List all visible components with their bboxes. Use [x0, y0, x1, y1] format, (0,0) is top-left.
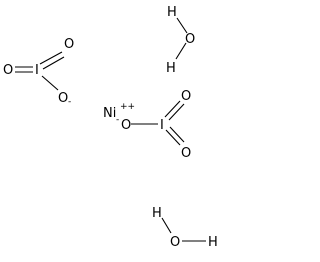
iodate1-minus-charge: -: [68, 97, 71, 107]
iodate1-oxygen-upper: O: [64, 37, 74, 52]
iodate2-oxygen-lower: O: [181, 146, 191, 161]
water2-oxygen: O: [170, 235, 180, 250]
water2-bond-h-top: [161, 217, 172, 234]
iodate1-oxygen-left: O: [3, 63, 13, 78]
water-group-1: H O H: [166, 5, 195, 76]
nickel-symbol: Ni: [103, 106, 116, 121]
iodate-group-2: - O I O O: [116, 89, 191, 161]
iodate1-bond-i-o-minus: [41, 75, 59, 91]
iodate2-iodine: I: [160, 118, 164, 133]
nickel-iodate-dihydrate-structure: O O I O - H O H Ni ++ - O I O O H: [3, 5, 218, 250]
iodate2-oxygen-upper: O: [181, 89, 191, 104]
water-group-2: H O H: [152, 206, 218, 250]
iodate2-bond-i-o-lower-b: [169, 126, 185, 143]
water2-hydrogen-top: H: [152, 206, 162, 221]
water1-hydrogen-bottom: H: [166, 61, 176, 76]
iodate2-bond-i-o-lower-a: [165, 129, 181, 146]
water1-bond-h-top: [176, 17, 188, 34]
nickel-cation: Ni ++: [103, 102, 135, 121]
iodate2-oxygen-minus: O: [121, 118, 131, 133]
iodate1-oxygen-minus: O: [58, 91, 68, 106]
iodate1-bond-i-o-upper-b: [42, 56, 65, 70]
water1-hydrogen-top: H: [167, 5, 177, 20]
water2-hydrogen-right: H: [208, 235, 218, 250]
iodate1-iodine: I: [35, 63, 39, 78]
iodate-group-1: O O I O -: [3, 37, 74, 107]
water1-bond-h-bottom: [175, 42, 187, 60]
nickel-charge: ++: [120, 102, 135, 112]
water1-oxygen: O: [185, 32, 195, 47]
iodate2-bond-i-o-upper-b: [168, 103, 185, 121]
iodate2-bond-i-o-upper-a: [164, 100, 181, 118]
iodate2-minus-charge: -: [116, 115, 119, 125]
iodate1-bond-i-o-upper-a: [39, 51, 63, 65]
